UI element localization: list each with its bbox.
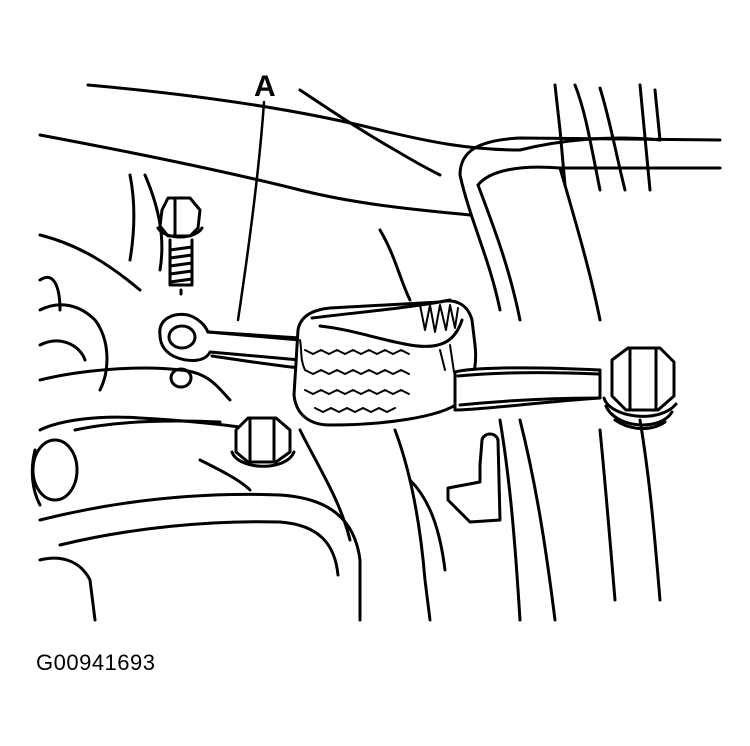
background-housing-lines [40, 85, 660, 300]
nut-lower [232, 418, 294, 466]
callout-label-a: A [254, 70, 276, 103]
bracket-tab [448, 434, 500, 522]
callout-leader-line [238, 102, 264, 320]
right-frame-tube [460, 138, 720, 620]
shaft-rod [455, 368, 600, 410]
boss-lower-left [32, 440, 77, 505]
figure-id: G00941693 [36, 650, 156, 675]
nut-right [604, 348, 676, 429]
bolt [158, 198, 202, 300]
control-arm-a [160, 314, 300, 387]
rubber-boot [294, 300, 476, 425]
